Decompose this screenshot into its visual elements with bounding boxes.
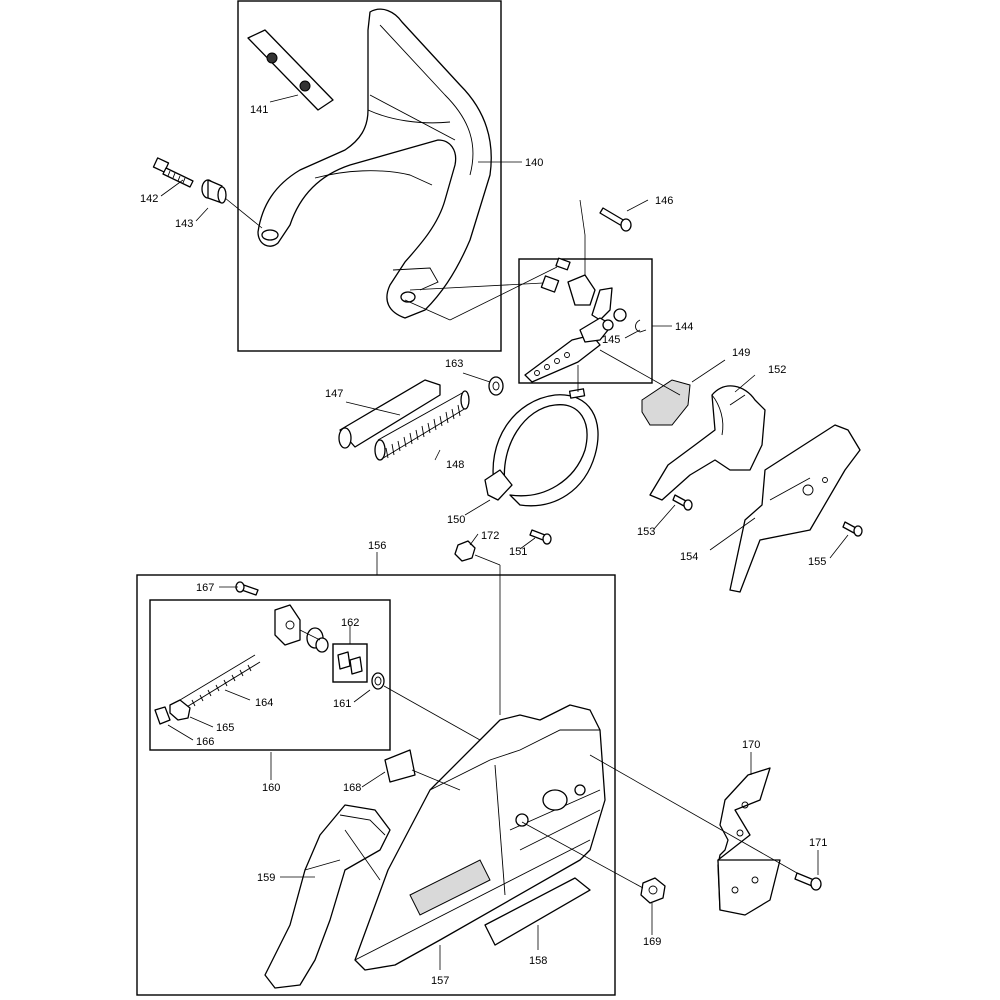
felt-pad xyxy=(641,379,691,426)
label-162: 162 xyxy=(341,617,359,629)
chain-catcher-cover xyxy=(649,385,766,501)
label-165: 165 xyxy=(216,722,234,734)
tensioner-screw xyxy=(179,654,261,709)
tensioner-gear xyxy=(306,627,329,653)
label-145: 145 xyxy=(602,334,620,346)
cover-insert xyxy=(384,749,416,783)
tensioner-bracket xyxy=(274,604,301,646)
box-brake-linkage-assembly xyxy=(518,258,653,384)
label-172: 172 xyxy=(481,530,499,542)
catcher-screw xyxy=(794,872,822,891)
label-163: 163 xyxy=(445,358,463,370)
bracket-screw xyxy=(235,581,259,596)
bar-nut xyxy=(640,877,666,904)
washer xyxy=(488,376,504,396)
brake-linkage xyxy=(524,274,627,383)
brake-spring xyxy=(374,390,470,461)
label-155: 155 xyxy=(808,556,826,568)
label-156: 156 xyxy=(368,540,386,552)
shoulder-bolt xyxy=(152,157,194,188)
label-142: 142 xyxy=(140,193,158,205)
label-141: 141 xyxy=(250,104,268,116)
plate-screw xyxy=(842,521,863,537)
linkage-screw xyxy=(599,207,632,232)
label-168: 168 xyxy=(343,782,361,794)
label-166: 166 xyxy=(196,736,214,748)
label-164: 164 xyxy=(255,697,273,709)
label-169: 169 xyxy=(643,936,661,948)
box-hand-guard-assembly xyxy=(237,0,502,352)
bumper-spike xyxy=(264,804,391,989)
box-chain-tensioner-assembly xyxy=(149,599,391,751)
label-149: 149 xyxy=(732,347,750,359)
label-170: 170 xyxy=(742,739,760,751)
label-152: 152 xyxy=(768,364,786,376)
label-148: 148 xyxy=(446,459,464,471)
label-147: 147 xyxy=(325,388,343,400)
label-159: 159 xyxy=(257,872,275,884)
label-154: 154 xyxy=(680,551,698,563)
label-150: 150 xyxy=(447,514,465,526)
tensioner-nut xyxy=(169,699,191,721)
collar xyxy=(371,672,385,690)
label-143: 143 xyxy=(175,218,193,230)
brake-band xyxy=(484,388,599,507)
leader-lines xyxy=(160,94,849,970)
flange-nut xyxy=(454,540,476,562)
box-sprocket-cover-assembly xyxy=(136,574,616,996)
cover-decal xyxy=(484,877,591,946)
inner-guide-plate xyxy=(729,424,861,593)
sprocket-cover xyxy=(354,704,606,971)
cover-screw xyxy=(672,494,693,511)
warning-decal xyxy=(247,29,334,111)
bushing xyxy=(201,179,227,204)
label-151: 151 xyxy=(509,546,527,558)
hand-guard xyxy=(257,8,492,319)
label-144: 144 xyxy=(675,321,693,333)
label-140: 140 xyxy=(525,157,543,169)
washer-pair xyxy=(337,651,363,675)
chain-catcher-bracket xyxy=(717,767,781,916)
tensioner-pin xyxy=(154,706,171,725)
e-clip xyxy=(635,319,647,333)
label-161: 161 xyxy=(333,698,351,710)
spring-cover xyxy=(338,379,441,449)
linkage-roller xyxy=(540,275,560,293)
label-160: 160 xyxy=(262,782,280,794)
label-167: 167 xyxy=(196,582,214,594)
part-labels: 140 141 142 143 144 145 146 147 148 149 … xyxy=(140,104,827,987)
band-screw xyxy=(529,529,552,545)
label-158: 158 xyxy=(529,955,547,967)
label-171: 171 xyxy=(809,837,827,849)
label-146: 146 xyxy=(655,195,673,207)
linkage-pin xyxy=(555,257,571,271)
label-153: 153 xyxy=(637,526,655,538)
label-157: 157 xyxy=(431,975,449,987)
